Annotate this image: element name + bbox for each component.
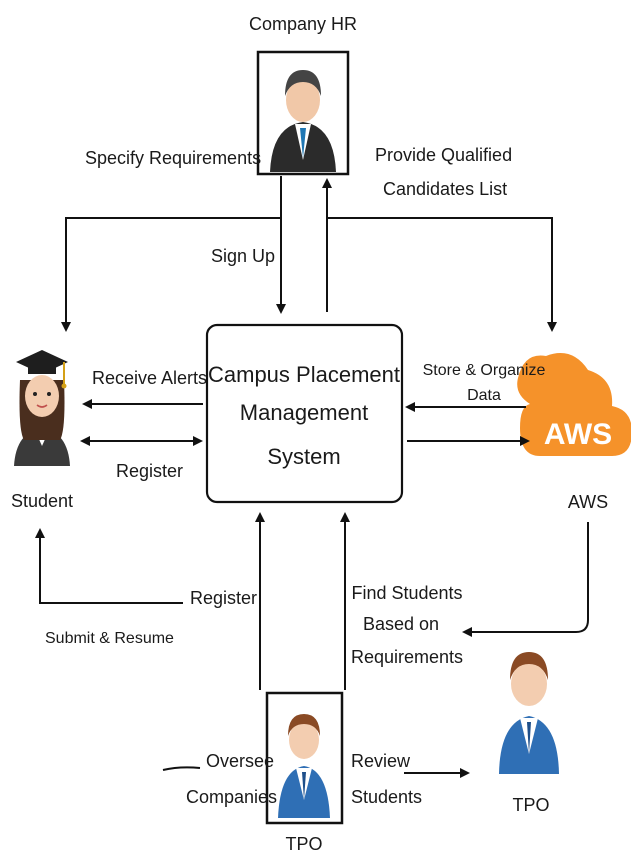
review-label-1: Review [351,751,411,771]
aws-find-students-arrow [462,522,589,637]
tpo-side-label: TPO [512,795,549,815]
provide-qualified-label-1: Provide Qualified [375,145,512,165]
find-students-label-3: Requirements [351,647,463,667]
find-students-label-1: Find Students [351,583,462,603]
store-organize-label-2: Data [467,387,501,404]
tpo-main-label: TPO [285,834,322,854]
aws-cloud-icon: AWS [517,353,631,456]
store-organize-label-1: Store & Organize [423,362,546,379]
company-hr-label: Company HR [249,14,357,34]
submit-resume-label: Submit & Resume [45,630,174,647]
specify-requirements-label: Specify Requirements [85,148,261,168]
oversee-label-2: Companies [186,787,277,807]
system-title-line3: System [267,444,340,469]
student-label: Student [11,491,73,511]
hr-to-aws-arrow [327,217,557,332]
hr-to-student-arrow [61,217,281,332]
receive-alerts-label: Receive Alerts [92,368,207,388]
oversee-label-1: Oversee [206,751,274,771]
placement-system-box: Campus Placement Management System [205,323,404,504]
aws-label: AWS [568,492,608,512]
student-graduate-icon [14,350,70,466]
find-students-label-2: Based on [363,614,439,634]
system-title-line2: Management [240,400,368,425]
register-student-label: Register [116,461,183,481]
company-hr-icon [256,50,350,176]
submit-resume-arrow [35,528,183,604]
register-tpo-label: Register [190,588,257,608]
review-label-2: Students [351,787,422,807]
oversee-line [162,766,201,771]
tpo-main-icon [265,691,344,825]
sign-up-label: Sign Up [211,246,275,266]
system-title-line1: Campus Placement [208,362,400,387]
provide-qualified-label-2: Candidates List [383,179,507,199]
aws-logo-text: AWS [544,418,612,451]
tpo-side-icon [499,652,559,774]
